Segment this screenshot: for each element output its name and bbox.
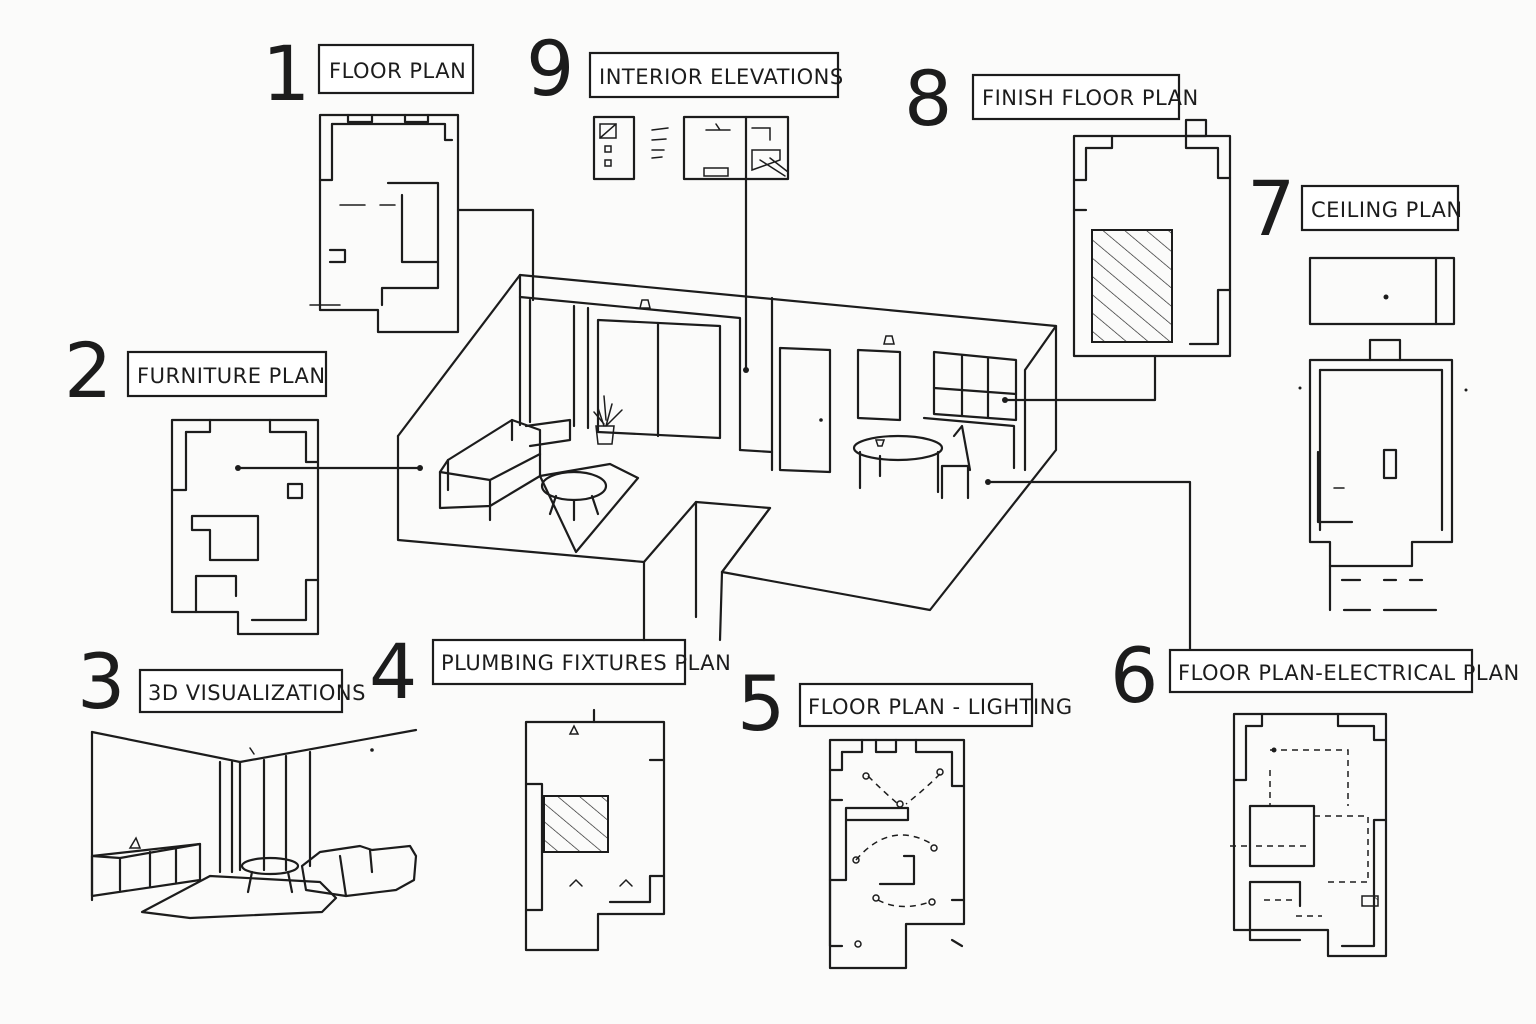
callout-label: FLOOR PLAN <box>329 59 466 83</box>
callout-3d-visualizations: 3 3D VISUALIZATIONS <box>77 637 366 726</box>
thumbnail-ceiling-plan <box>1298 256 1468 612</box>
label-box <box>126 350 328 398</box>
label-box <box>1300 184 1460 232</box>
thumbnail-floor-plan <box>309 113 460 334</box>
callout-label: FLOOR PLAN - LIGHTING <box>808 695 1073 719</box>
callout-number: 9 <box>526 24 574 113</box>
callout-number: 8 <box>904 54 952 143</box>
callout-floor-plan-lighting: 5 FLOOR PLAN - LIGHTING <box>737 659 1073 748</box>
callout-furniture-plan: 2 FURNITURE PLAN <box>64 326 328 415</box>
callout-plumbing-fixtures-plan: 4 PLUMBING FIXTURES PLAN <box>369 627 731 716</box>
callout-electrical-plan: 6 FLOOR PLAN-ELECTRICAL PLAN <box>1110 631 1520 720</box>
callout-number: 4 <box>369 627 417 716</box>
callout-finish-floor-plan: 8 FINISH FLOOR PLAN <box>904 54 1199 143</box>
callout-interior-elevations: 9 INTERIOR ELEVATIONS <box>526 24 844 113</box>
callout-number: 1 <box>262 29 310 118</box>
label-box <box>971 73 1181 121</box>
callout-number: 6 <box>1110 631 1158 720</box>
label-box <box>138 668 344 714</box>
callout-number: 7 <box>1247 164 1295 253</box>
label-box <box>431 638 687 686</box>
thumbnail-lighting-plan <box>828 738 966 970</box>
thumbnail-electrical-plan <box>1230 712 1388 958</box>
leader-dot <box>1002 397 1008 403</box>
label-box <box>1168 648 1474 694</box>
leader-line <box>456 208 535 302</box>
callout-label: 3D VISUALIZATIONS <box>148 681 366 705</box>
thumbnail-plumbing-plan <box>524 708 666 952</box>
callout-number: 3 <box>77 637 125 726</box>
thumbnail-3d-visualization <box>90 728 418 920</box>
leader-line <box>1003 354 1157 402</box>
thumbnail-furniture-plan <box>170 418 320 636</box>
callout-ceiling-plan: 7 CEILING PLAN <box>1247 164 1463 253</box>
leader-dot <box>417 465 423 471</box>
callout-label: FURNITURE PLAN <box>137 364 326 388</box>
callout-label: PLUMBING FIXTURES PLAN <box>441 651 731 675</box>
thumbnail-interior-elevations <box>592 115 790 181</box>
leader-dot <box>235 465 241 471</box>
callout-label: INTERIOR ELEVATIONS <box>599 65 844 89</box>
callout-label: CEILING PLAN <box>1311 198 1463 222</box>
callout-floor-plan: 1 FLOOR PLAN <box>262 29 475 118</box>
thumbnail-finish-floor-plan <box>1072 118 1232 358</box>
callout-label: FLOOR PLAN-ELECTRICAL PLAN <box>1178 661 1520 685</box>
isometric-apartment <box>396 273 1058 642</box>
label-box <box>317 43 475 95</box>
label-box <box>798 682 1034 728</box>
callout-label: FINISH FLOOR PLAN <box>982 86 1199 110</box>
leader-line <box>986 480 1192 662</box>
leader-dot <box>743 367 749 373</box>
callout-number: 2 <box>64 326 112 415</box>
label-box <box>588 51 840 99</box>
callout-number: 5 <box>737 659 785 748</box>
